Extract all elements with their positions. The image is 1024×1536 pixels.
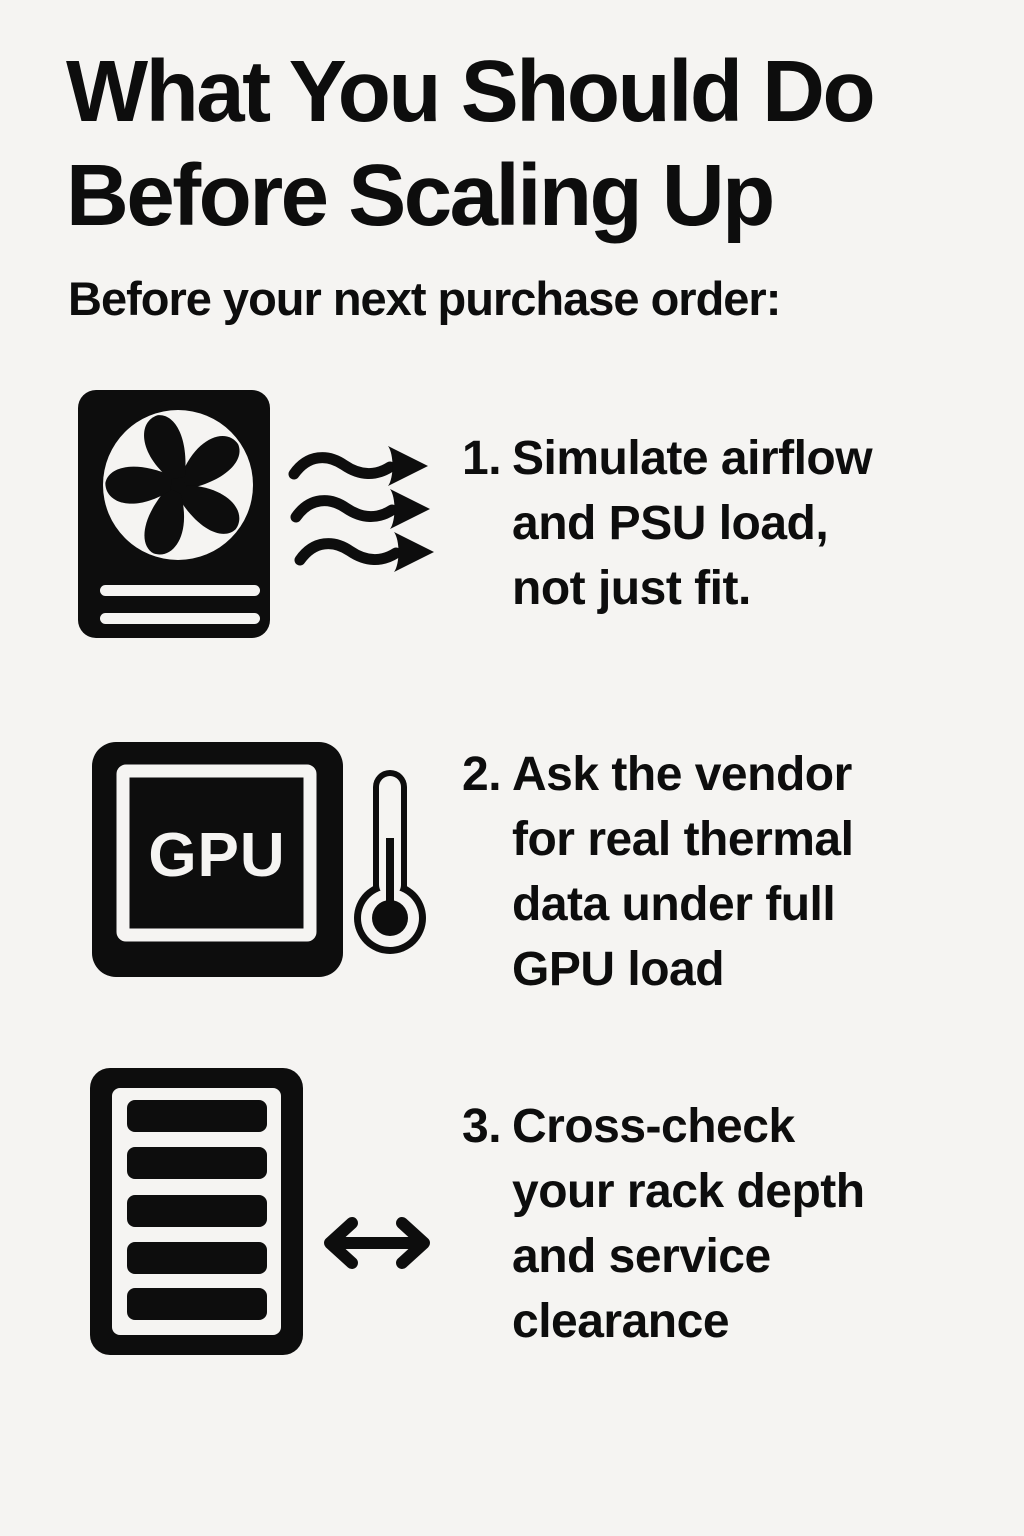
step-number: 1.: [462, 432, 502, 485]
gpu-chip-icon: GPU: [92, 742, 343, 977]
step-row-2: 2. Ask the vendor for real thermal data …: [462, 742, 982, 1002]
step-row-1: 1. Simulate airflow and PSU load, not ju…: [462, 426, 982, 621]
step-text: Cross-check your rack depth and service …: [512, 1100, 865, 1348]
thermometer-icon: [352, 766, 428, 962]
double-arrow-icon: [316, 1214, 438, 1272]
page-title: What You Should Do Before Scaling Up: [66, 43, 876, 244]
step-number: 3.: [462, 1100, 502, 1153]
gpu-chip-label: GPU: [148, 821, 285, 890]
step-text: Ask the vendor for real thermal data und…: [512, 748, 854, 996]
step-number: 2.: [462, 748, 502, 801]
psu-fan-icon: [78, 390, 270, 638]
server-rack-icon: [90, 1068, 303, 1355]
page-subtitle: Before your next purchase order:: [68, 272, 781, 325]
step-text: Simulate airflow and PSU load, not just …: [512, 432, 873, 615]
airflow-arrows-icon: [288, 444, 438, 594]
step-row-3: 3. Cross-check your rack depth and servi…: [462, 1094, 982, 1354]
